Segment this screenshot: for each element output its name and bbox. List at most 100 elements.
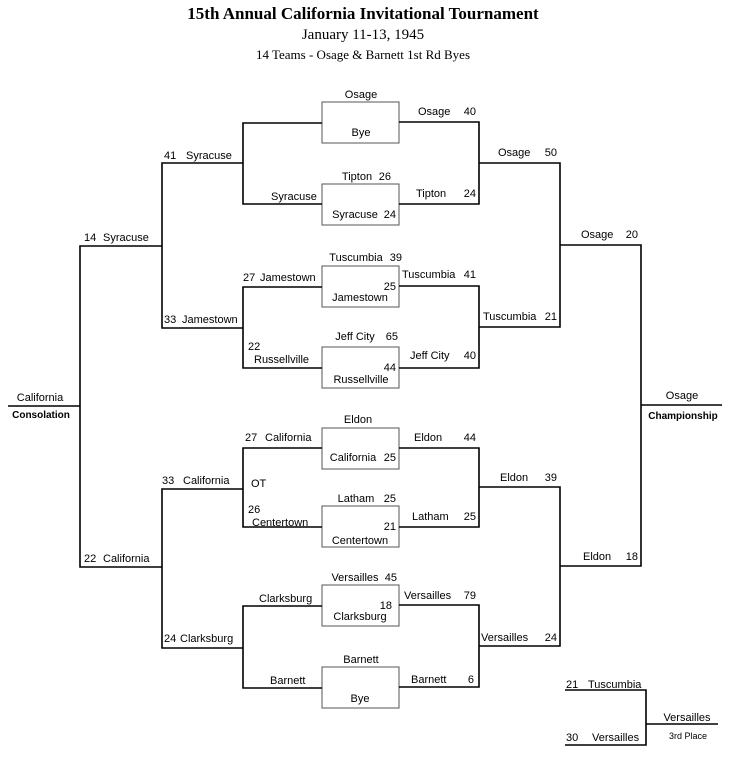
cons2-score-jamestown: 33 <box>164 314 176 326</box>
game4-bottom-team: Russellville <box>333 374 388 386</box>
sf1-team: Osage <box>498 147 530 159</box>
sf3-score: 39 <box>545 472 557 484</box>
game7-bottom-team: Clarksburg <box>333 611 386 623</box>
cons1-score-russellville: 22 <box>248 341 260 353</box>
cons2-score-clarksburg: 24 <box>164 633 176 645</box>
sf3-team: Eldon <box>500 472 528 484</box>
qf5-score: 44 <box>464 432 476 444</box>
sf2-score: 21 <box>545 311 557 323</box>
qf4-score: 40 <box>464 350 476 362</box>
game3-top-team: Tuscumbia <box>329 252 383 264</box>
page-title: 15th Annual California Invitational Tour… <box>187 4 539 23</box>
game7-top-score: 45 <box>385 572 397 584</box>
game5-bottom-score: 25 <box>384 452 396 464</box>
game7-top-team: Versailles <box>331 572 379 584</box>
sf4-team: Versailles <box>481 632 529 644</box>
qf3-score: 41 <box>464 269 476 281</box>
cons1-team-barnett: Barnett <box>270 675 305 687</box>
cons1-team-russellville: Russellville <box>254 354 309 366</box>
game3-bottom-score: 25 <box>384 281 396 293</box>
game5-top-team: Eldon <box>344 414 372 426</box>
game6-top-team: Latham <box>338 493 375 505</box>
game7-bottom-score: 18 <box>380 600 392 612</box>
consfinal-team-syracuse: Syracuse <box>103 232 149 244</box>
game2-top-team: Tipton <box>342 171 372 183</box>
third-place-lines <box>565 689 647 746</box>
third-score-tuscumbia: 21 <box>566 679 578 691</box>
championship-label: Championship <box>648 411 717 422</box>
consfinal-score-syracuse: 14 <box>84 232 96 244</box>
game6-bottom-score: 21 <box>384 521 396 533</box>
third-place-label: 3rd Place <box>669 731 707 741</box>
game-box-2 <box>321 183 400 226</box>
tournament-dates: January 11-13, 1945 <box>302 27 424 43</box>
sf2-team: Tuscumbia <box>483 311 537 323</box>
third-score-versailles: 30 <box>566 732 578 744</box>
cons1-score-california: 27 <box>245 432 257 444</box>
final2-score: 18 <box>626 551 638 563</box>
third-team-versailles: Versailles <box>592 732 640 744</box>
cons1-team-jamestown: Jamestown <box>260 272 316 284</box>
game1-bottom-team: Bye <box>352 127 371 139</box>
consfinal-score-california: 22 <box>84 553 96 565</box>
sf1-score: 50 <box>545 147 557 159</box>
cons1-score-centertown: 26 <box>248 504 260 516</box>
cons2-team-syracuse: Syracuse <box>186 150 232 162</box>
qf4-team: Jeff City <box>410 350 450 362</box>
consfinal-team-california: California <box>103 553 150 565</box>
champion-team: Osage <box>666 390 698 402</box>
game2-bottom-score: 24 <box>384 209 396 221</box>
third-place-winner: Versailles <box>663 712 711 724</box>
qf7-score: 79 <box>464 590 476 602</box>
championship-bracket-lines <box>399 121 722 688</box>
qf8-score: 6 <box>468 674 474 686</box>
final2-team: Eldon <box>583 551 611 563</box>
cons1-ot-note: OT <box>251 478 267 490</box>
qf8-team: Barnett <box>411 674 446 686</box>
game3-bottom-team: Jamestown <box>332 292 388 304</box>
cons2-team-california: California <box>183 475 230 487</box>
game3-top-score: 39 <box>390 252 402 264</box>
game-box-1 <box>321 101 400 144</box>
game6-top-score: 25 <box>384 493 396 505</box>
game6-bottom-team: Centertown <box>332 535 388 547</box>
cons1-team-clarksburg: Clarksburg <box>259 593 312 605</box>
game4-bottom-score: 44 <box>384 362 396 374</box>
game4-top-score: 65 <box>386 331 398 343</box>
final1-score: 20 <box>626 229 638 241</box>
game5-bottom-team: California <box>330 452 377 464</box>
consolation-winner: California <box>17 392 64 404</box>
tournament-subtitle: 14 Teams - Osage & Barnett 1st Rd Byes <box>256 47 470 62</box>
cons1-score-jamestown: 27 <box>243 272 255 284</box>
cons2-score-california: 33 <box>162 475 174 487</box>
qf6-score: 25 <box>464 511 476 523</box>
qf2-score: 24 <box>464 188 476 200</box>
game-box-5 <box>321 427 400 470</box>
final1-team: Osage <box>581 229 613 241</box>
qf1-score: 40 <box>464 106 476 118</box>
third-team-tuscumbia: Tuscumbia <box>588 679 642 691</box>
cons1-team-centertown: Centertown <box>252 517 308 529</box>
qf3-team: Tuscumbia <box>402 269 456 281</box>
qf7-team: Versailles <box>404 590 452 602</box>
game1-top-team: Osage <box>345 89 377 101</box>
consolation-bracket-lines <box>8 122 322 689</box>
sf4-score: 24 <box>545 632 557 644</box>
game8-bottom-team: Bye <box>351 693 370 705</box>
cons1-team-syracuse: Syracuse <box>271 191 317 203</box>
cons2-team-clarksburg: Clarksburg <box>180 633 233 645</box>
game-box-7 <box>321 584 400 627</box>
cons2-score-syracuse: 41 <box>164 150 176 162</box>
game2-bottom-team: Syracuse <box>332 209 378 221</box>
game-box-3 <box>321 265 400 308</box>
qf5-team: Eldon <box>414 432 442 444</box>
cons2-team-jamestown: Jamestown <box>182 314 238 326</box>
game8-top-team: Barnett <box>343 654 378 666</box>
consolation-label: Consolation <box>12 410 70 421</box>
qf2-team: Tipton <box>416 188 446 200</box>
qf6-team: Latham <box>412 511 449 523</box>
game2-top-score: 26 <box>379 171 391 183</box>
qf1-team: Osage <box>418 106 450 118</box>
